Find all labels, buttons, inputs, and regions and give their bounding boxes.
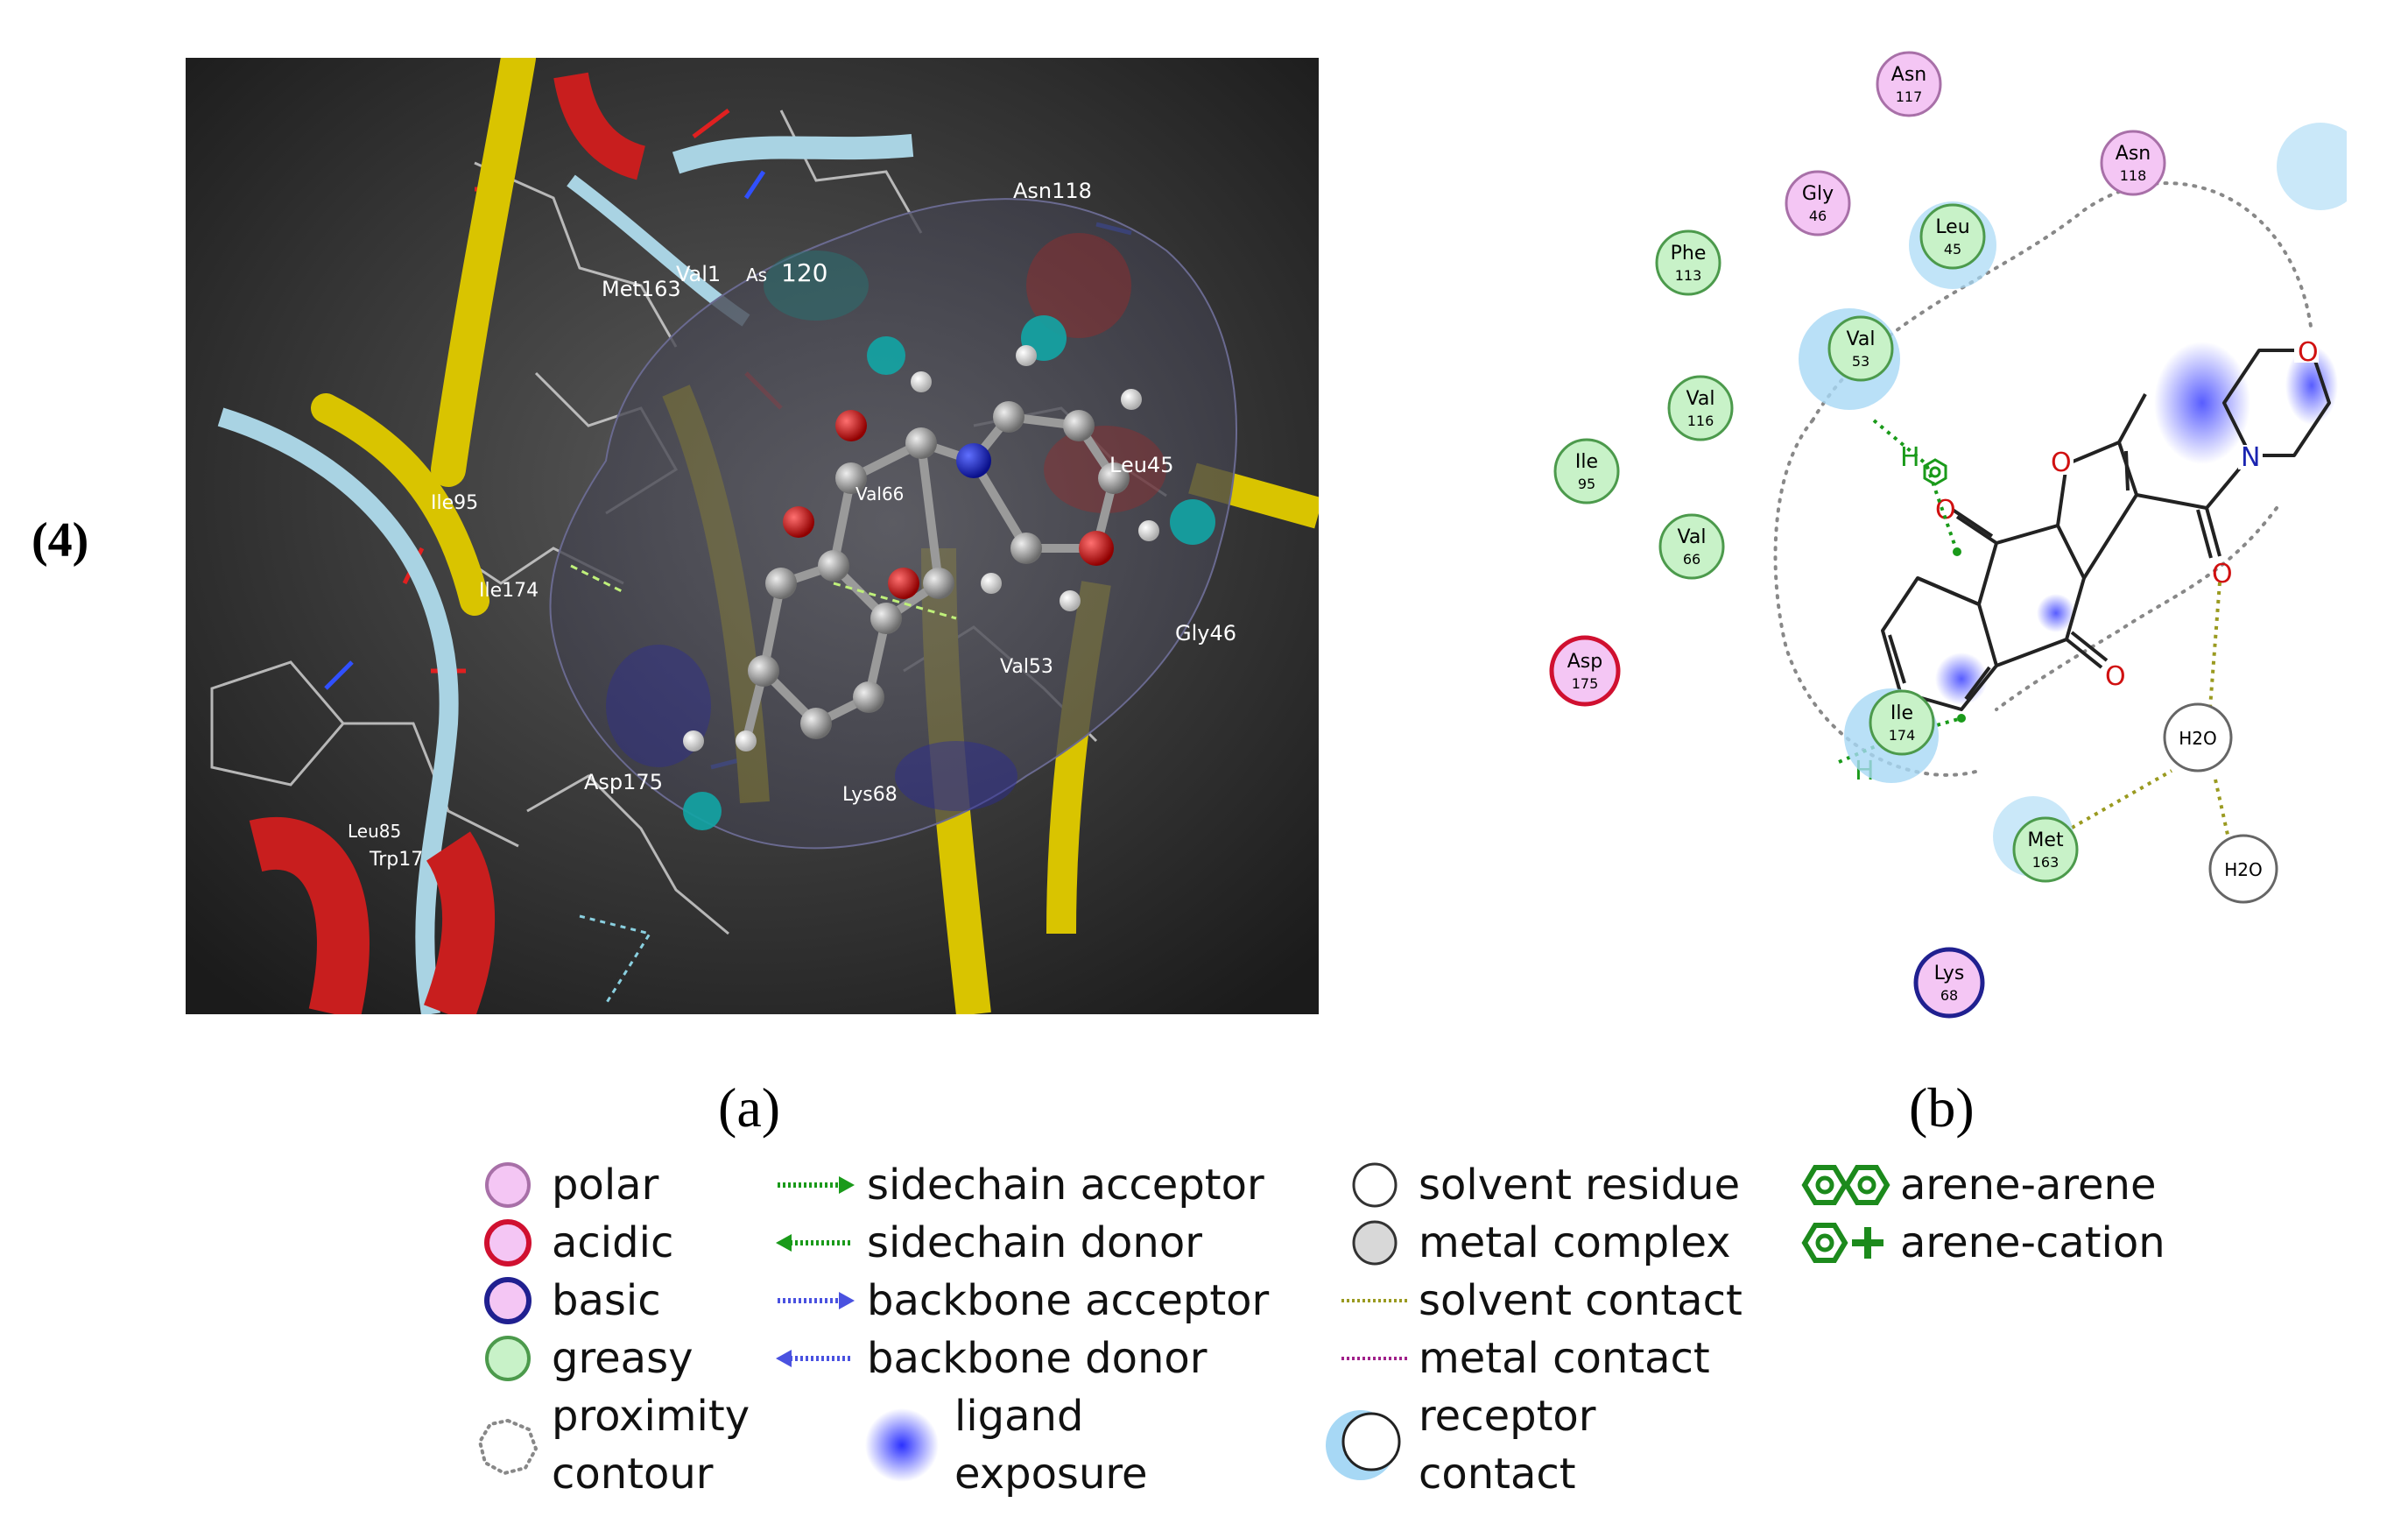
svg-text:Ile: Ile — [1890, 702, 1913, 724]
atom-o-carbonyl-2: O — [2105, 661, 2126, 692]
svg-text:Met: Met — [2027, 829, 2064, 851]
legend-greasy: greasy — [473, 1330, 694, 1387]
res-label-asn118: Asn118 — [1013, 179, 1092, 203]
legend-solvent-residue: solvent residue — [1340, 1156, 1740, 1214]
residue-asn118: Asn 118 — [2100, 130, 2166, 196]
res-label-val1: Val1 — [676, 262, 721, 286]
legend-sidechain-donor: sidechain donor — [771, 1214, 1202, 1272]
svg-text:Asn: Asn — [2116, 143, 2151, 165]
docking-3d-view: Asn118 Met163 Val1 As 120 Ile95 Val66 Le… — [186, 40, 1323, 1024]
legend-acidic: acidic — [473, 1214, 673, 1272]
residue-val53: Val 53 — [1827, 315, 1894, 382]
svg-text:Lys: Lys — [1934, 963, 1965, 984]
svg-text:95: 95 — [1578, 476, 1595, 492]
svg-text:175: 175 — [1572, 675, 1599, 692]
svg-text:163: 163 — [2032, 854, 2059, 871]
res-label-ile95: Ile95 — [431, 492, 478, 514]
panel-b-label: (b) — [1909, 1076, 1975, 1139]
svg-text:Leu: Leu — [1935, 216, 1969, 238]
atom-o-morpholine: O — [2298, 337, 2319, 368]
legend-arene-arene: arene-arene — [1795, 1156, 2156, 1214]
atom-o-furan: O — [2051, 448, 2072, 478]
compound-label: (4) — [32, 513, 89, 568]
svg-text:117: 117 — [1896, 88, 1923, 105]
svg-text:118: 118 — [2120, 167, 2147, 184]
residue-asp175: Asp 175 — [1549, 635, 1621, 707]
res-label-trp17: Trp17 — [369, 849, 423, 871]
legend-ligand-exposure: ligand exposure — [858, 1387, 1148, 1503]
svg-text:68: 68 — [1940, 987, 1958, 1004]
res-label-120: 120 — [781, 258, 827, 287]
res-label-met163: Met163 — [602, 277, 681, 301]
legend-metal-contact: metal contact — [1341, 1334, 1710, 1383]
svg-text:H2O: H2O — [2224, 859, 2263, 880]
res-label-leu45: Leu45 — [1109, 453, 1173, 477]
legend-backbone-donor: backbone donor — [771, 1330, 1207, 1387]
svg-text:Val: Val — [1847, 328, 1876, 350]
svg-text:45: 45 — [1944, 241, 1961, 258]
legend-backbone-acceptor: backbone acceptor — [771, 1272, 1269, 1330]
residue-lys68: Lys 68 — [1913, 947, 1985, 1019]
svg-text:66: 66 — [1683, 551, 1700, 568]
atom-o-amide: O — [2212, 559, 2233, 589]
legend-basic: basic — [473, 1272, 661, 1330]
svg-text:46: 46 — [1809, 208, 1827, 224]
residue-met163: Met 163 — [2012, 816, 2079, 883]
svg-text:174: 174 — [1889, 727, 1916, 744]
svg-text:H2O: H2O — [2179, 728, 2217, 749]
svg-text:Val: Val — [1686, 388, 1715, 410]
residue-gly46: Gly 46 — [1785, 170, 1851, 236]
svg-text:116: 116 — [1687, 413, 1714, 429]
legend-polar: polar — [473, 1156, 658, 1214]
svg-text:Val: Val — [1678, 526, 1707, 548]
residue-leu45: Leu 45 — [1919, 203, 1986, 270]
svg-text:Asn: Asn — [1891, 64, 1926, 86]
water-2: H2O — [2208, 834, 2278, 904]
residue-ile174: Ile 174 — [1869, 689, 1935, 756]
panel-a-label: (a) — [718, 1076, 781, 1139]
res-label-gly46: Gly46 — [1175, 621, 1236, 646]
atom-n-morpholine: N — [2241, 442, 2260, 473]
legend-sidechain-acceptor: sidechain acceptor — [771, 1156, 1264, 1214]
res-label-lys68: Lys68 — [842, 784, 898, 806]
residue-val116: Val 116 — [1667, 375, 1734, 441]
res-label-leu85: Leu85 — [348, 821, 401, 842]
atom-o-carbonyl-1: O — [1935, 495, 1956, 526]
svg-text:Ile: Ile — [1575, 451, 1598, 473]
residue-asn117: Asn 117 — [1876, 51, 1942, 117]
arene-h-label-1: H — [1900, 442, 1920, 473]
res-label-asp175: Asp175 — [584, 770, 663, 794]
residue-ile95: Ile 95 — [1553, 438, 1620, 504]
svg-text:Asp: Asp — [1567, 651, 1602, 673]
interaction-2d-diagram: N O O O O O H H A — [1506, 18, 2364, 1051]
res-label-ile174: Ile174 — [479, 580, 539, 602]
legend-solvent-contact: solvent contact — [1341, 1276, 1743, 1325]
residue-phe113: Phe 113 — [1655, 229, 1722, 296]
svg-text:Gly: Gly — [1802, 183, 1834, 205]
legend-receptor-contact: receptor contact — [1322, 1387, 1596, 1503]
legend-arene-cation: arene-cation — [1795, 1214, 2165, 1272]
svg-text:53: 53 — [1852, 353, 1869, 370]
res-label-val66: Val66 — [855, 483, 904, 504]
svg-text:Phe: Phe — [1671, 243, 1707, 265]
res-label-val53: Val53 — [1000, 656, 1053, 678]
residue-val66: Val 66 — [1658, 513, 1725, 580]
legend-metal-complex: metal complex — [1340, 1214, 1731, 1272]
res-label-as: As — [746, 265, 767, 286]
legend: polar acidic basic greasy proximity cont… — [473, 1156, 2224, 1524]
svg-text:113: 113 — [1675, 267, 1702, 284]
legend-proximity-contour: proximity contour — [473, 1387, 750, 1503]
water-1: H2O — [2163, 702, 2233, 773]
